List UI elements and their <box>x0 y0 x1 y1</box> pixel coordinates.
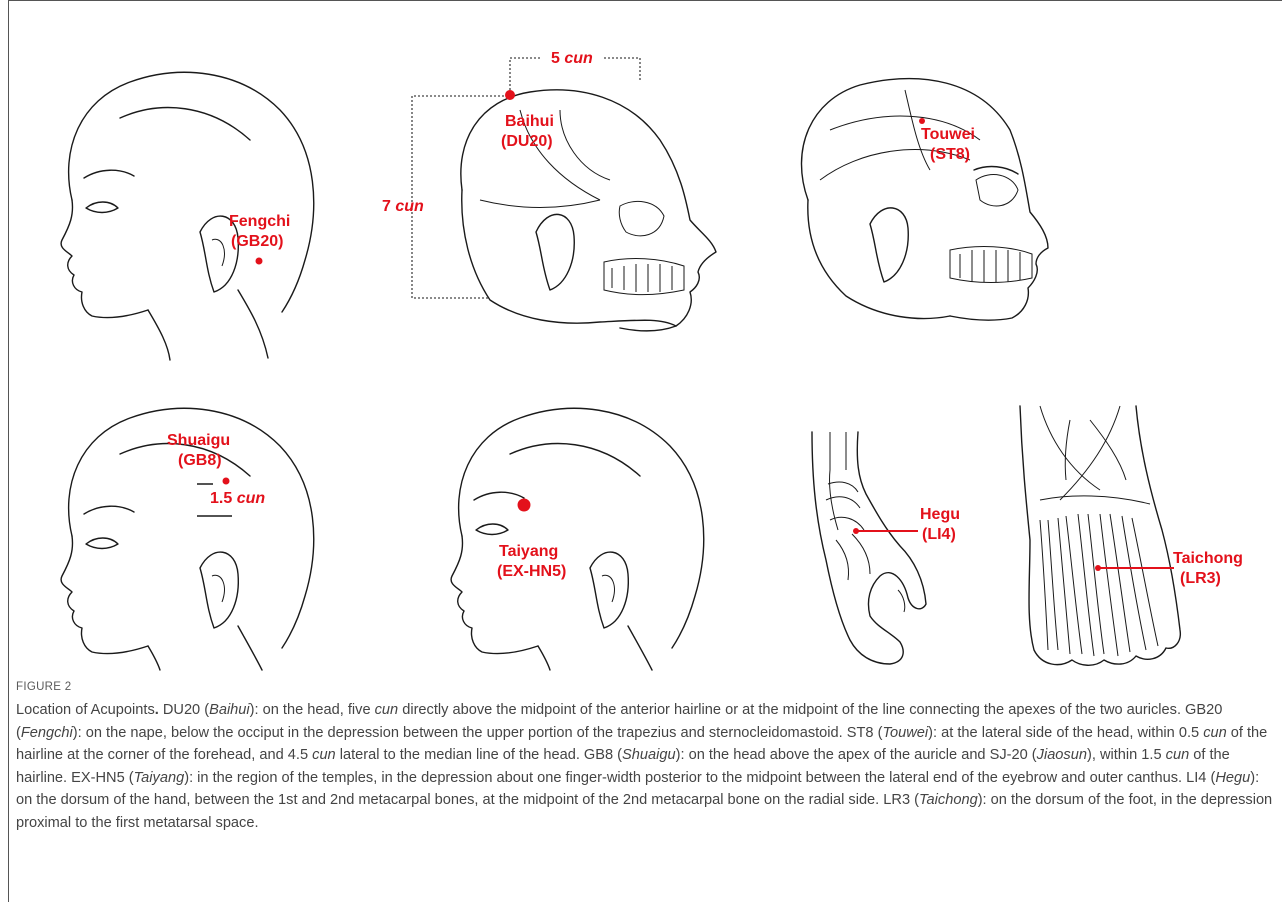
caption-segment: ): on the head, five <box>250 702 375 718</box>
skull-profile-baihui <box>461 90 716 331</box>
skull-profile-touwei <box>801 79 1048 321</box>
shuaigu-code-label: (GB8) <box>178 452 222 469</box>
caption-segment: ): at the lateral side of the head, with… <box>928 725 1203 741</box>
shuaigu-point <box>223 478 230 485</box>
foot-dorsum-drawing <box>1020 406 1180 665</box>
head-profile-taiyang <box>451 408 704 670</box>
taichong-point <box>1095 565 1101 571</box>
caption-segment: ): on the nape, below the occiput in the… <box>73 725 883 741</box>
caption-segment: ): in the region of the temples, in the … <box>184 770 1215 786</box>
acupoint-figure: Fengchi (GB20) 5 cun 7 cun Baihui (DU20)… <box>0 0 1282 680</box>
figure-number-label: FIGURE 2 <box>16 681 1274 693</box>
figure-caption-text: Location of Acupoints. DU20 (Baihui): on… <box>16 699 1274 834</box>
caption-segment: ), within 1.5 <box>1087 747 1166 763</box>
caption-segment: Baihui <box>209 702 250 718</box>
taichong-code-label: (LR3) <box>1180 570 1221 587</box>
caption-segment: ): on the head above the apex of the aur… <box>676 747 1037 763</box>
fengchi-code-label: (GB20) <box>231 233 283 250</box>
touwei-code-label: (ST8) <box>930 146 970 163</box>
five-cun-label: 5 cun <box>551 50 593 67</box>
hegu-code-label: (LI4) <box>922 526 956 543</box>
taiyang-code-label: (EX-HN5) <box>497 563 566 580</box>
baihui-name-label: Baihui <box>505 113 554 130</box>
seven-cun-bracket <box>412 96 508 298</box>
caption-segment: cun <box>375 702 399 718</box>
baihui-point <box>505 90 515 100</box>
caption-segment: Location of Acupoints <box>16 702 155 718</box>
hand-dorsum-drawing <box>812 432 926 664</box>
fengchi-point <box>256 258 263 265</box>
seven-cun-label: 7 cun <box>382 198 424 215</box>
touwei-name-label: Touwei <box>921 126 975 143</box>
caption-segment: Shuaigu <box>622 747 676 763</box>
taichong-name-label: Taichong <box>1173 550 1243 567</box>
caption-segment: DU20 ( <box>159 702 209 718</box>
caption-segment: Jiaosun <box>1037 747 1087 763</box>
fengchi-name-label: Fengchi <box>229 213 290 230</box>
caption-segment: Touwei <box>882 725 928 741</box>
one-half-cun-label: 1.5 cun <box>210 490 265 507</box>
caption-segment: cun <box>1203 725 1227 741</box>
taiyang-name-label: Taiyang <box>499 543 558 560</box>
caption-segment: Taiyang <box>134 770 185 786</box>
baihui-code-label: (DU20) <box>501 133 553 150</box>
caption-segment: Taichong <box>919 792 978 808</box>
shuaigu-name-label: Shuaigu <box>167 432 230 449</box>
hegu-point <box>853 528 859 534</box>
caption-segment: cun <box>1166 747 1190 763</box>
taiyang-point <box>518 499 531 512</box>
touwei-point <box>919 118 925 124</box>
figure-caption-block: FIGURE 2 Location of Acupoints. DU20 (Ba… <box>16 681 1274 834</box>
caption-segment: Hegu <box>1215 770 1250 786</box>
caption-segment: lateral to the median line of the head. … <box>336 747 622 763</box>
caption-segment: Fengchi <box>21 725 73 741</box>
caption-segment: cun <box>312 747 336 763</box>
hegu-name-label: Hegu <box>920 506 960 523</box>
